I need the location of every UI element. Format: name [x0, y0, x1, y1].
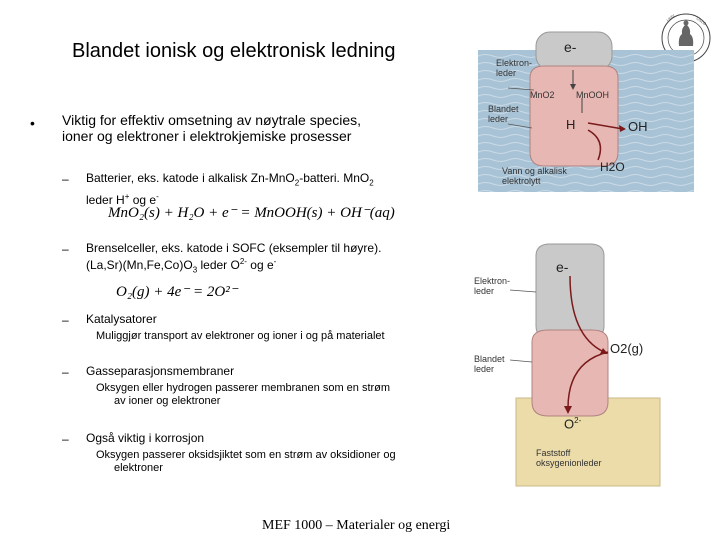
battery-sup1: +	[124, 192, 130, 202]
fuelcell-text: Brenselceller, eks. katode i SOFC (eksem…	[86, 241, 446, 277]
slide-title: Blandet ionisk og elektronisk ledning	[72, 40, 396, 62]
mno2-label: MnO2	[530, 90, 555, 100]
battery-line2: leder H+ og e-	[86, 190, 446, 207]
label-elektronleder-2-line2: leder	[474, 286, 495, 296]
catalyst-heading: Katalysatorer	[86, 312, 157, 326]
main-bullet-text: Viktig for effektiv omsetning av nøytral…	[62, 112, 361, 144]
dash-4: –	[62, 365, 69, 379]
gassep-note: Oksygen eller hydrogen passerer membrane…	[96, 382, 390, 408]
svg-text:UNIV: UNIV	[665, 13, 676, 23]
label-blandet-2-line2: leder	[474, 364, 495, 374]
label-faststoff: Faststoff oksygenionleder	[536, 448, 602, 468]
battery-line1-a: Batterier, eks. katode i alkalisk Zn-MnO	[86, 171, 295, 185]
diagram-battery: e- Elektron- leder MnO2 MnOOH Blandet le…	[478, 28, 694, 192]
h2o-arrow	[587, 129, 602, 161]
main-bullet-line1: Viktig for effektiv omsetning av nøytral…	[62, 112, 362, 128]
oh-arrow	[587, 122, 624, 130]
dash-3: –	[62, 313, 69, 327]
label-faststoff-line2: oksygenionleder	[536, 458, 602, 468]
diagram-battery-svg	[478, 31, 694, 192]
gassep-heading: Gasseparasjonsmembraner	[86, 364, 235, 378]
dash-5: –	[62, 432, 69, 446]
diagram-sofc: e- Elektron- leder Blandet leder O2(g) O…	[472, 236, 662, 488]
dash-1: –	[62, 172, 69, 186]
oxide-ion-label: O2-	[564, 416, 582, 432]
fuelcell-sup1: 2-	[239, 257, 247, 266]
mixed-conductor-blob-2	[531, 329, 609, 417]
label-elektronleder-1-line2: leder	[496, 68, 517, 78]
equation-battery: MnO₂(s) + H₂O + e⁻ = MnOOH(s) + OH⁻(aq)	[108, 205, 395, 221]
label-blandet-1-line1: Blandet	[488, 104, 519, 114]
label-blandet-2: Blandet leder	[474, 354, 505, 374]
oh-minus-label: OH	[628, 119, 648, 134]
electron-label: e-	[564, 39, 577, 55]
o2g-label: O2(g)	[610, 341, 644, 356]
corrosion-heading: Også viktig i korrosjon	[86, 431, 205, 445]
bullet-marker: •	[30, 115, 35, 131]
label-vann: Vann og alkalisk elektrolytt	[502, 166, 567, 186]
fuelcell-line2-c: og e	[246, 258, 274, 272]
label-vann-line2: elektrolytt	[502, 176, 541, 186]
catalyst-note: Muliggjør transport av elektroner og ion…	[96, 330, 385, 342]
h2o-label: H2O	[600, 160, 625, 174]
fuelcell-sub: 3	[192, 265, 198, 275]
fuelcell-sup2: -	[273, 257, 277, 266]
label-elektronleder-2: Elektron- leder	[474, 276, 510, 296]
fuelcell-line2-a: (La,Sr)(Mn,Fe,Co)O	[86, 258, 193, 272]
fuelcell-line2-b: leder O	[197, 258, 240, 272]
label-blandet-2-line1: Blandet	[474, 354, 505, 364]
mixed-conductor-blob	[529, 65, 619, 167]
svg-text:OSLO: OSLO	[695, 16, 707, 26]
battery-text: Batterier, eks. katode i alkalisk Zn-MnO…	[86, 171, 446, 207]
label-elektronleder-1: Elektron- leder	[496, 58, 532, 78]
battery-line1: Batterier, eks. katode i alkalisk Zn-MnO…	[86, 171, 446, 190]
gassep-note-line1: Oksygen eller hydrogen passerer membrane…	[96, 382, 391, 394]
label-blandet-1: Blandet leder	[488, 104, 519, 124]
battery-sup2: -	[156, 192, 159, 202]
label-elektronleder-1-line1: Elektron-	[496, 58, 533, 68]
corrosion-note-line1: Oksygen passerer oksidsjiktet som en str…	[96, 449, 396, 461]
fuelcell-line2: (La,Sr)(Mn,Fe,Co)O3 leder O2- og e-	[86, 255, 446, 277]
electron-path-arrow	[569, 275, 605, 353]
battery-line1-b: -batteri. MnO	[299, 171, 370, 185]
dash-2: –	[62, 242, 69, 256]
mnooh-label: MnOOH	[576, 90, 610, 100]
label-elektronleder-2-line1: Elektron-	[474, 276, 511, 286]
oxide-ion-O: O	[564, 416, 575, 432]
diagram-sofc-svg	[509, 243, 661, 487]
h-minus-label: H	[566, 117, 576, 132]
footer-text: MEF 1000 – Materialer og energi	[262, 518, 451, 533]
equation-fuelcell: O₂(g) + 4e⁻ = 2O²⁻	[116, 284, 238, 300]
label-blandet-1-line2: leder	[488, 114, 509, 124]
oxide-path-arrow	[567, 351, 609, 409]
university-seal: UNIV OSLO	[661, 13, 711, 63]
oxide-ion-charge: 2-	[574, 416, 582, 425]
battery-line2-a: leder H	[86, 193, 125, 208]
main-bullet-line2: ioner og elektroner i elektrokjemiske pr…	[62, 128, 352, 144]
gassep-note-line2: av ioner og elektroner	[114, 395, 221, 407]
battery-sub1: 2	[294, 178, 300, 188]
corrosion-note-line2: elektroner	[114, 462, 163, 474]
label-faststoff-line1: Faststoff	[536, 448, 571, 458]
battery-line2-b: og e	[129, 193, 157, 208]
label-vann-line1: Vann og alkalisk	[502, 166, 567, 176]
battery-sub2: 2	[369, 178, 374, 188]
fuelcell-line1: Brenselceller, eks. katode i SOFC (eksem…	[86, 241, 382, 255]
electron-label-2: e-	[556, 259, 569, 275]
corrosion-note: Oksygen passerer oksidsjiktet som en str…	[96, 449, 396, 475]
